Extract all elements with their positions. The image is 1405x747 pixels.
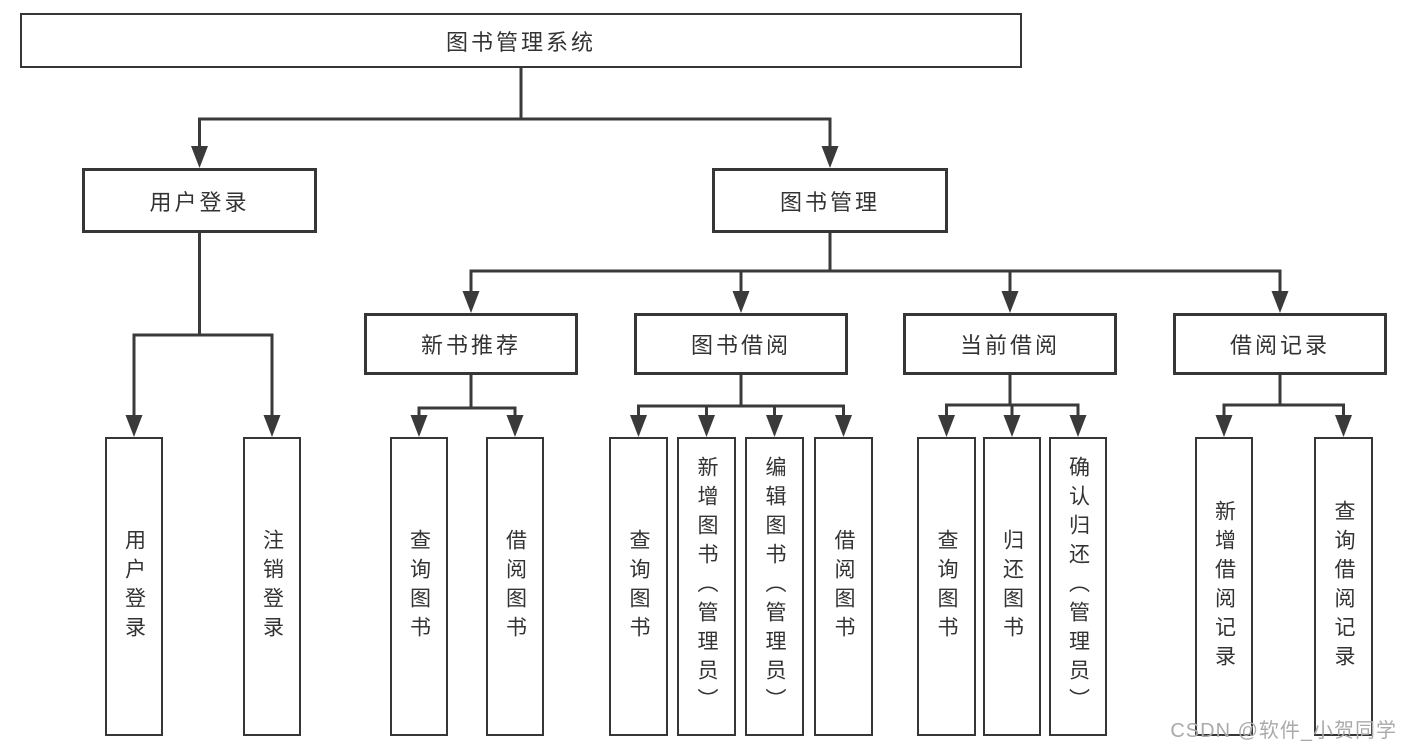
leaf-label: 查询借阅记录	[1332, 499, 1355, 674]
node-leaf-logout: 注销登录	[243, 437, 301, 736]
leaf-label: 新增图书（管理员）	[695, 456, 718, 717]
leaf-label: 借阅图书	[503, 528, 527, 645]
node-leaf-user-login: 用户登录	[105, 437, 163, 736]
node-user-login: 用户登录	[82, 168, 317, 233]
node-leaf-nb-query-book: 查询图书	[390, 437, 448, 736]
node-leaf-cb-return-book: 归还图书	[983, 437, 1041, 736]
node-new-book-recommend: 新书推荐	[364, 313, 578, 375]
watermark: CSDN @软件_小贺同学	[1170, 720, 1397, 742]
node-leaf-bb-add-book: 新增图书（管理员）	[677, 437, 736, 736]
leaf-label: 确认归还（管理员）	[1066, 456, 1090, 717]
node-borrow-records: 借阅记录	[1173, 313, 1387, 375]
leaf-label: 查询图书	[407, 528, 431, 645]
node-leaf-br-query-record: 查询借阅记录	[1314, 437, 1373, 736]
node-leaf-bb-edit-book: 编辑图书（管理员）	[745, 437, 804, 736]
leaf-label: 借阅图书	[832, 528, 855, 645]
leaf-label: 查询图书	[935, 528, 958, 645]
leaf-label: 查询图书	[627, 528, 650, 645]
node-leaf-bb-borrow-book: 借阅图书	[814, 437, 873, 736]
node-leaf-cb-confirm-return: 确认归还（管理员）	[1049, 437, 1107, 736]
leaf-label: 编辑图书（管理员）	[763, 456, 786, 717]
leaf-label: 用户登录	[122, 528, 146, 645]
node-leaf-cb-query-book: 查询图书	[917, 437, 976, 736]
leaf-label: 归还图书	[1000, 528, 1024, 645]
leaf-label: 注销登录	[260, 528, 284, 645]
node-leaf-br-add-record: 新增借阅记录	[1195, 437, 1253, 736]
node-book-management: 图书管理	[712, 168, 948, 233]
node-current-borrow: 当前借阅	[903, 313, 1117, 375]
node-book-borrow: 图书借阅	[634, 313, 848, 375]
node-leaf-nb-borrow-book: 借阅图书	[486, 437, 544, 736]
node-leaf-bb-query-book: 查询图书	[609, 437, 668, 736]
leaf-label: 新增借阅记录	[1212, 499, 1236, 674]
node-root: 图书管理系统	[20, 13, 1022, 68]
